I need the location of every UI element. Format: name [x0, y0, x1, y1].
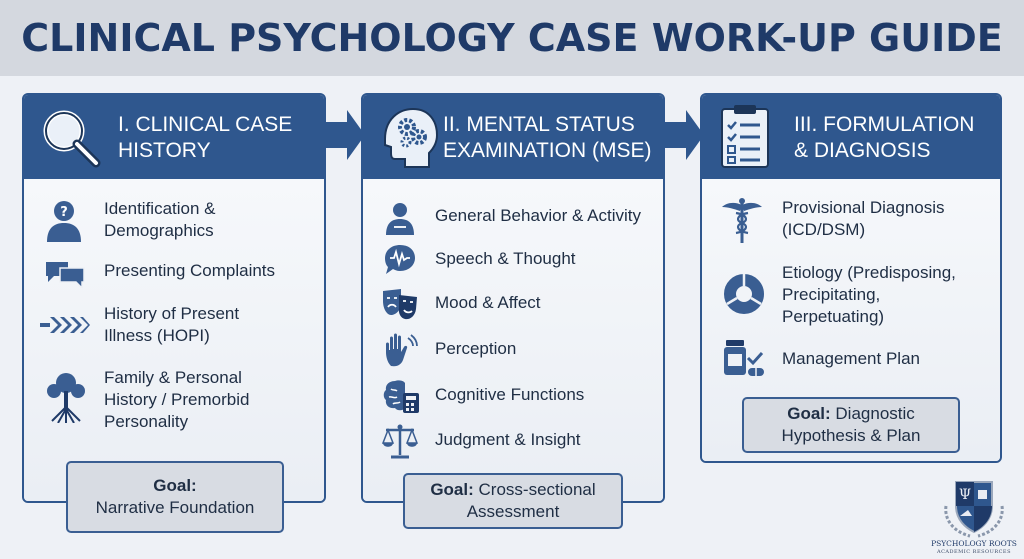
panel-heading-line1: II. MENTAL STATUS: [443, 113, 635, 136]
goal-text: Cross-sectional: [478, 480, 596, 499]
item-line1: Judgment & Insight: [435, 430, 581, 449]
item-line2: Precipitating,: [782, 285, 881, 304]
panel-formulation-diagnosis: III. FORMULATION & DIAGNOSIS Provisional…: [700, 93, 1002, 463]
brain-calculator-icon: [383, 380, 419, 413]
title-bar: CLINICAL PSYCHOLOGY CASE WORK-UP GUIDE: [0, 0, 1024, 76]
item-line2: (ICD/DSM): [782, 220, 866, 239]
panel-heading-line2: EXAMINATION (MSE): [443, 139, 652, 162]
item-line1: Speech & Thought: [435, 249, 576, 268]
goal-box: Goal: Diagnostic Hypothesis & Plan: [742, 397, 960, 453]
item-line2: Demographics: [104, 221, 214, 240]
item-line1: Etiology (Predisposing,: [782, 263, 956, 282]
panel-clinical-case-history: I. CLINICAL CASE HISTORY ? Identificatio…: [22, 93, 326, 533]
goal-label: Goal:: [430, 480, 474, 499]
scales-icon: [381, 424, 419, 459]
caduceus-icon: [722, 198, 762, 243]
item-line2: Illness (HOPI): [104, 326, 210, 345]
panel-heading-line2: & DIAGNOSIS: [794, 139, 931, 162]
item-line1: Presenting Complaints: [104, 261, 276, 280]
item-line1: History of Present: [104, 304, 240, 323]
arrow-right-icon: [664, 110, 704, 160]
pills-bottle-icon: [724, 340, 764, 376]
logo-text: PSYCHOLOGY ROOTS ACADEMIC RESOURCES: [929, 539, 1019, 557]
goal-box: Goal: Narrative Foundation: [66, 461, 284, 533]
magnifier-icon: [43, 110, 101, 168]
panel-header: I. CLINICAL CASE HISTORY: [24, 95, 324, 179]
hand-icon: [386, 333, 418, 367]
item-line1: Identification &: [104, 199, 216, 218]
person-icon: [386, 203, 414, 235]
arrow-right-icon: [325, 110, 365, 160]
logo-name: PSYCHOLOGY ROOTS: [931, 539, 1017, 548]
person-question-icon: ?: [47, 201, 81, 242]
svg-text:?: ?: [60, 205, 68, 220]
item-line1: Management Plan: [782, 349, 920, 368]
family-tree-icon: [47, 373, 85, 423]
item-line1: General Behavior & Activity: [435, 206, 641, 225]
svg-text:Ψ: Ψ: [959, 487, 971, 503]
panel-heading-line1: I. CLINICAL CASE: [118, 113, 293, 136]
clipboard-checklist-icon: [721, 105, 769, 168]
panel-header: II. MENTAL STATUS EXAMINATION (MSE): [363, 95, 663, 179]
goal-label: Goal:: [787, 404, 831, 423]
theater-masks-icon: [383, 289, 417, 320]
goal-text-line2: Hypothesis & Plan: [781, 426, 921, 445]
goal-text-line2: Assessment: [466, 502, 560, 521]
item-line3: Perpetuating): [782, 307, 885, 326]
item-line2: History / Premorbid: [104, 390, 250, 409]
head-gears-icon: [384, 107, 439, 168]
panel-heading-line1: III. FORMULATION: [794, 113, 975, 136]
page-title: CLINICAL PSYCHOLOGY CASE WORK-UP GUIDE: [21, 16, 1003, 60]
panel-heading-line2: HISTORY: [118, 139, 211, 162]
donut-chart-icon: [724, 274, 764, 314]
goal-label: Goal:: [153, 476, 197, 495]
speech-bubbles-icon: [46, 262, 85, 288]
item-line1: Cognitive Functions: [435, 385, 585, 404]
item-line1: Perception: [435, 339, 517, 358]
panel-header: III. FORMULATION & DIAGNOSIS: [702, 95, 1000, 179]
chevron-arrows-icon: [40, 317, 90, 333]
goal-box: Goal: Cross-sectional Assessment: [403, 473, 623, 529]
goal-text: Narrative Foundation: [95, 498, 255, 517]
goal-text: Diagnostic: [835, 404, 915, 423]
item-line1: Family & Personal: [104, 368, 242, 387]
psychology-roots-logo: Ψ: [944, 481, 1004, 538]
speech-wave-icon: [385, 245, 415, 274]
item-line3: Personality: [104, 412, 189, 431]
item-line1: Provisional Diagnosis: [782, 198, 945, 217]
logo-subtitle: ACADEMIC RESOURCES: [936, 549, 1012, 555]
panel-mental-status-examination: II. MENTAL STATUS EXAMINATION (MSE) Gene…: [361, 93, 665, 529]
item-line1: Mood & Affect: [435, 293, 541, 312]
